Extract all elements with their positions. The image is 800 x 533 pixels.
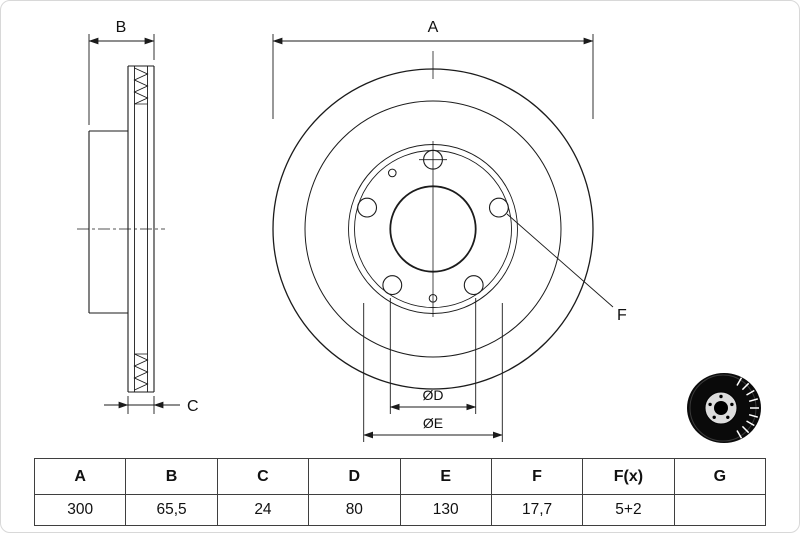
table-header-d: D bbox=[308, 458, 401, 495]
brake-disc-drawing: B C bbox=[77, 19, 761, 443]
photo-center-bore bbox=[714, 401, 728, 415]
dimension-c bbox=[104, 396, 180, 414]
front-view bbox=[272, 51, 594, 390]
dim-f-label: F bbox=[617, 307, 627, 324]
brake-disc-photo-icon bbox=[687, 373, 761, 443]
table-value-row: 300 65,5 24 80 130 17,7 5+2 bbox=[33, 494, 767, 526]
dim-d-label: ØD bbox=[423, 387, 444, 403]
photo-bolt-holes bbox=[708, 394, 734, 419]
vent-zigzag-bottom bbox=[133, 353, 149, 391]
table-header-g: G bbox=[673, 458, 767, 495]
table-value-c: 24 bbox=[216, 494, 310, 526]
dim-a-label: A bbox=[428, 19, 439, 36]
table-header-b: B bbox=[125, 458, 218, 495]
dimension-b bbox=[88, 34, 155, 125]
table-header-e: E bbox=[399, 458, 492, 495]
table-value-e: 130 bbox=[399, 494, 492, 526]
bolt-hole bbox=[357, 197, 378, 218]
table-value-d: 80 bbox=[308, 494, 401, 526]
table-value-a: 300 bbox=[33, 494, 127, 526]
bolt-hole bbox=[382, 275, 403, 296]
table-value-b: 65,5 bbox=[125, 494, 218, 526]
photo-vent-slots bbox=[736, 377, 759, 439]
table-value-f: 17,7 bbox=[490, 494, 584, 526]
dim-c-label: C bbox=[187, 398, 199, 415]
dim-b-label: B bbox=[116, 19, 127, 36]
leader-f bbox=[506, 213, 614, 308]
bolt-hole bbox=[463, 275, 484, 296]
dimension-a bbox=[272, 34, 594, 119]
dim-e-label: ØE bbox=[423, 415, 443, 431]
section-view bbox=[77, 65, 165, 393]
locating-hole bbox=[388, 168, 397, 178]
dimension-e bbox=[363, 303, 503, 442]
table-header-f: F bbox=[490, 458, 584, 495]
leader-f-line bbox=[506, 213, 614, 308]
friction-ring-inner-circle bbox=[304, 100, 562, 358]
table-header-c: C bbox=[216, 458, 310, 495]
vent-zigzag-top bbox=[133, 67, 149, 105]
table-header-row: A B C D E F F(x) G bbox=[33, 458, 767, 495]
table-value-g bbox=[673, 494, 767, 526]
dimension-table: A B C D E F F(x) G 300 65,5 24 80 130 17… bbox=[33, 458, 767, 526]
table-value-fx: 5+2 bbox=[582, 494, 675, 526]
table-header-fx: F(x) bbox=[582, 458, 675, 495]
bolt-hole bbox=[488, 197, 509, 218]
dimension-d bbox=[389, 298, 477, 414]
table-header-a: A bbox=[33, 458, 127, 495]
